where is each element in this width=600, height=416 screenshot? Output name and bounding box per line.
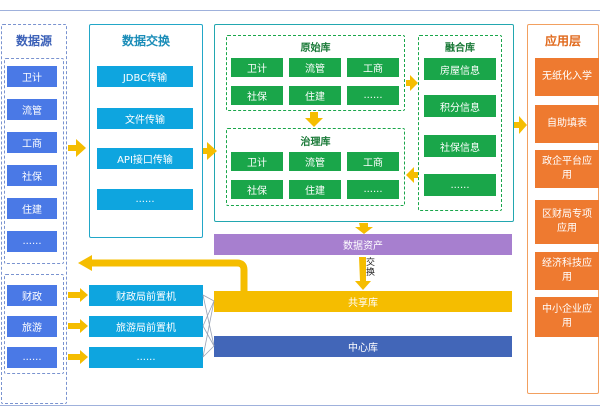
app-item[interactable]: 区财局专项应用 [535,200,599,244]
governance-db-group [226,128,405,206]
source-item[interactable]: 财政 [7,285,57,306]
source-item[interactable]: 住建 [7,198,57,219]
outer-frame-bottom [0,405,600,406]
governance-db-title: 治理库 [300,137,331,148]
raw-db-item[interactable]: 住建 [289,86,341,105]
app-item[interactable]: 政企平台应用 [535,150,599,188]
fusion-db-item[interactable]: ...... [424,174,496,196]
app-item[interactable]: 无纸化入学 [535,58,599,96]
fusion-db-item[interactable]: 房屋信息 [424,58,496,80]
governance-db-item[interactable]: 工商 [347,152,399,171]
exchange-item[interactable]: 文件传输 [97,108,193,129]
source-item[interactable]: 卫计 [7,66,57,87]
exchange-item[interactable]: API接口传输 [97,148,193,169]
fusion-db-title: 融合库 [445,43,475,54]
fusion-db-item[interactable]: 积分信息 [424,95,496,117]
exchange-label: 交换 [366,258,376,278]
data-exchange-title: 数据交换 [121,34,170,48]
governance-db-item[interactable]: ...... [347,180,399,199]
outer-frame-top [0,10,600,11]
governance-db-item[interactable]: 卫计 [231,152,283,171]
exchange-item[interactable]: JDBC传输 [97,66,193,87]
app-item[interactable]: 中小企业应用 [535,297,599,337]
arrow-tourism-to-front [68,319,88,333]
source-item[interactable]: 旅游 [7,316,57,337]
governance-db-item[interactable]: 社保 [231,180,283,199]
arrow-more-to-front [68,350,88,364]
exchange-item[interactable]: ...... [97,189,193,210]
arrow-finance-to-front [68,288,88,302]
arrow-db-to-apps [514,116,527,134]
fusion-db-group [418,35,502,211]
raw-db-group [226,35,405,111]
arrow-db-to-assets [355,223,373,234]
fusion-db-item[interactable]: 社保信息 [424,135,496,157]
source-item[interactable]: ...... [7,347,57,368]
raw-db-item[interactable]: 卫计 [231,58,283,77]
source-item[interactable]: 社保 [7,165,57,186]
raw-db-item[interactable]: 工商 [347,58,399,77]
app-layer-title: 应用层 [544,34,581,48]
databases-panel [214,24,514,222]
source-item[interactable]: ...... [7,231,57,252]
center-db-bar[interactable]: 中心库 [214,336,512,357]
front-machine[interactable]: ...... [89,347,203,368]
app-layer-cut-region [535,346,599,386]
raw-db-item[interactable]: 流管 [289,58,341,77]
data-sources-title: 数据源 [15,34,52,48]
raw-db-item[interactable]: ...... [347,86,399,105]
source-item[interactable]: 流管 [7,99,57,120]
sources-bottom-group [4,274,64,374]
app-item[interactable]: 经济科技应用 [535,252,599,290]
arrow-sources-to-exchange [68,139,86,157]
data-exchange-panel [89,24,203,238]
data-assets-bar[interactable]: 数据资产 [214,234,512,255]
data-sources-panel [1,24,67,404]
front-machine[interactable]: 旅游局前置机 [89,316,203,337]
raw-db-item[interactable]: 社保 [231,86,283,105]
raw-db-title: 原始库 [300,43,331,54]
app-item[interactable]: 自助填表 [535,105,599,143]
source-item[interactable]: 工商 [7,132,57,153]
shared-db-bar[interactable]: 共享库 [214,291,512,312]
sources-top-group [4,58,64,264]
governance-db-item[interactable]: 流管 [289,152,341,171]
front-machine[interactable]: 财政局前置机 [89,285,203,306]
governance-db-item[interactable]: 住建 [289,180,341,199]
